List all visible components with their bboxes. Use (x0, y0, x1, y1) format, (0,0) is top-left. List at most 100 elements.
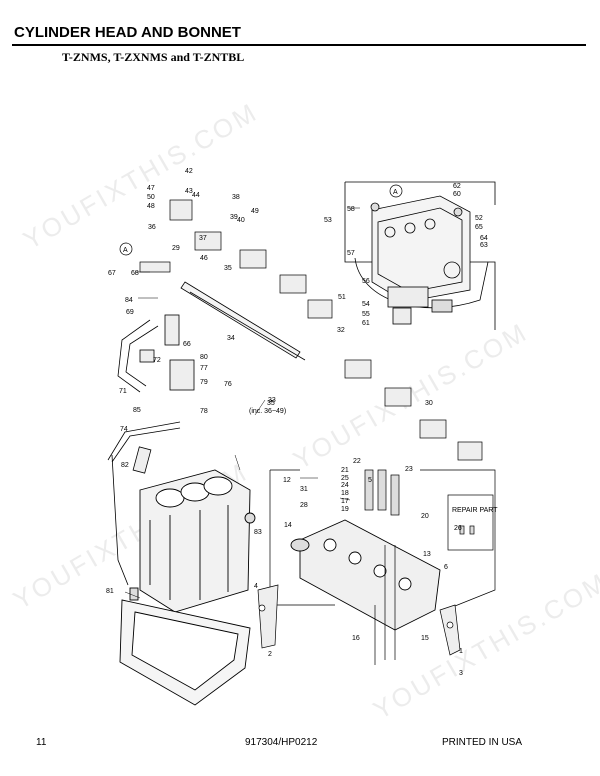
part-number: 30 (425, 400, 433, 407)
part-number: 84 (125, 297, 133, 304)
part-number: 62 (453, 183, 461, 190)
part-number: 1 (459, 648, 463, 655)
part-number: 38 (232, 194, 240, 201)
part-number: 50 (147, 194, 155, 201)
part-number: 19 (341, 506, 349, 513)
part-number: 51 (338, 294, 346, 301)
part-number: 72 (153, 357, 161, 364)
part-number: 35 (224, 265, 232, 272)
part-number: 63 (480, 242, 488, 249)
header-rule (12, 44, 586, 46)
part-number: 37 (199, 235, 207, 242)
part-number: 3 (459, 670, 463, 677)
part-number: 32 (337, 327, 345, 334)
part-number: 40 (237, 217, 245, 224)
part-number: 22 (353, 458, 361, 465)
part-number: 26 (454, 525, 462, 532)
svg-text:A: A (123, 247, 128, 254)
part-number: 82 (121, 462, 129, 469)
callout-marker-a: A (119, 242, 133, 256)
part-number: 24 (341, 482, 349, 489)
part-number: 15 (421, 635, 429, 642)
part-number: 20 (421, 513, 429, 520)
part-number: 57 (347, 250, 355, 257)
part-number: 5 (368, 477, 372, 484)
part-number: 6 (444, 564, 448, 571)
part-number: 78 (200, 408, 208, 415)
part-number: 33 (268, 397, 276, 404)
part-number: 13 (423, 551, 431, 558)
part-number: 83 (254, 529, 262, 536)
part-number: 12 (283, 477, 291, 484)
part-number: 46 (200, 255, 208, 262)
page-number: 11 (36, 737, 47, 748)
part-number: 28 (300, 502, 308, 509)
bonnet-assembly (344, 181, 496, 330)
part-number: 69 (126, 309, 134, 316)
part-number: 31 (300, 486, 308, 493)
page-title: CYLINDER HEAD AND BONNET (14, 24, 241, 41)
part-number: 74 (120, 426, 128, 433)
model-subtitle: T-ZNMS, T-ZXNMS and T-ZNTBL (62, 50, 245, 64)
part-number: 49 (251, 208, 259, 215)
part-number: 48 (147, 203, 155, 210)
part-number: 64 (480, 235, 488, 242)
leader-lines (124, 207, 360, 599)
part-number: 85 (133, 407, 141, 414)
document-code: 917304/HP0212 (245, 737, 318, 748)
part-number: 25 (341, 475, 349, 482)
part-number-labels: 1 2 3 4 5 6 12 13 14 15 16 17 18 19 20 2… (106, 168, 488, 677)
part-number: 14 (284, 522, 292, 529)
part-number: 71 (119, 388, 127, 395)
part-number: 55 (362, 311, 370, 318)
part-number: 76 (224, 381, 232, 388)
part-number: 65 (475, 224, 483, 231)
rocker-shaft (180, 281, 306, 361)
part-number: 67 (108, 270, 116, 277)
part-number: 81 (106, 588, 114, 595)
valve-spring-area (269, 469, 496, 665)
watermark-text: YOUFIXTHIS.COM (18, 96, 263, 255)
cylinder-head (290, 519, 441, 631)
part-number: 58 (347, 206, 355, 213)
part-number: 23 (405, 466, 413, 473)
part-number: 61 (362, 320, 370, 327)
part-number: 43 (185, 188, 193, 195)
breather-pipe-group (107, 314, 195, 586)
cylinder-block (139, 469, 256, 613)
part-number: 34 (227, 335, 235, 342)
part-number: 44 (192, 192, 200, 199)
part-number: 36 (148, 224, 156, 231)
part-number: 29 (172, 245, 180, 252)
part-number: 60 (453, 191, 461, 198)
part-number: 18 (341, 490, 349, 497)
watermark-layer: YOUFIXTHIS.COM YOUFIXTHIS.COM YOUFIXTHIS… (8, 96, 600, 725)
part-number: 77 (200, 365, 208, 372)
svg-text:A: A (393, 189, 398, 196)
part-number: 21 (341, 467, 349, 474)
part-number: 53 (324, 217, 332, 224)
printed-note: PRINTED IN USA (442, 737, 523, 748)
part-number: 16 (352, 635, 360, 642)
part-number: 4 (254, 583, 258, 590)
part-number: 54 (362, 301, 370, 308)
callout-marker-a: A (389, 184, 403, 198)
part-number: 39 (230, 214, 238, 221)
part-number: 2 (268, 651, 272, 658)
part-number: 56 (362, 278, 370, 285)
part-number: 52 (475, 215, 483, 222)
part-number: 42 (185, 168, 193, 175)
group-note-text: (inc. 36~49) (249, 408, 286, 415)
group-note-ref: 35 (267, 400, 275, 407)
repair-part-label: REPAIR PART (452, 507, 498, 514)
bracket-parts (257, 584, 461, 656)
part-number: 66 (183, 341, 191, 348)
oil-pan (119, 587, 251, 706)
part-number: 79 (200, 379, 208, 386)
rocker-arm-group (139, 199, 483, 461)
part-number: 47 (147, 185, 155, 192)
part-number: 17 (341, 498, 349, 505)
part-number: 80 (200, 354, 208, 361)
part-number: 68 (131, 270, 139, 277)
